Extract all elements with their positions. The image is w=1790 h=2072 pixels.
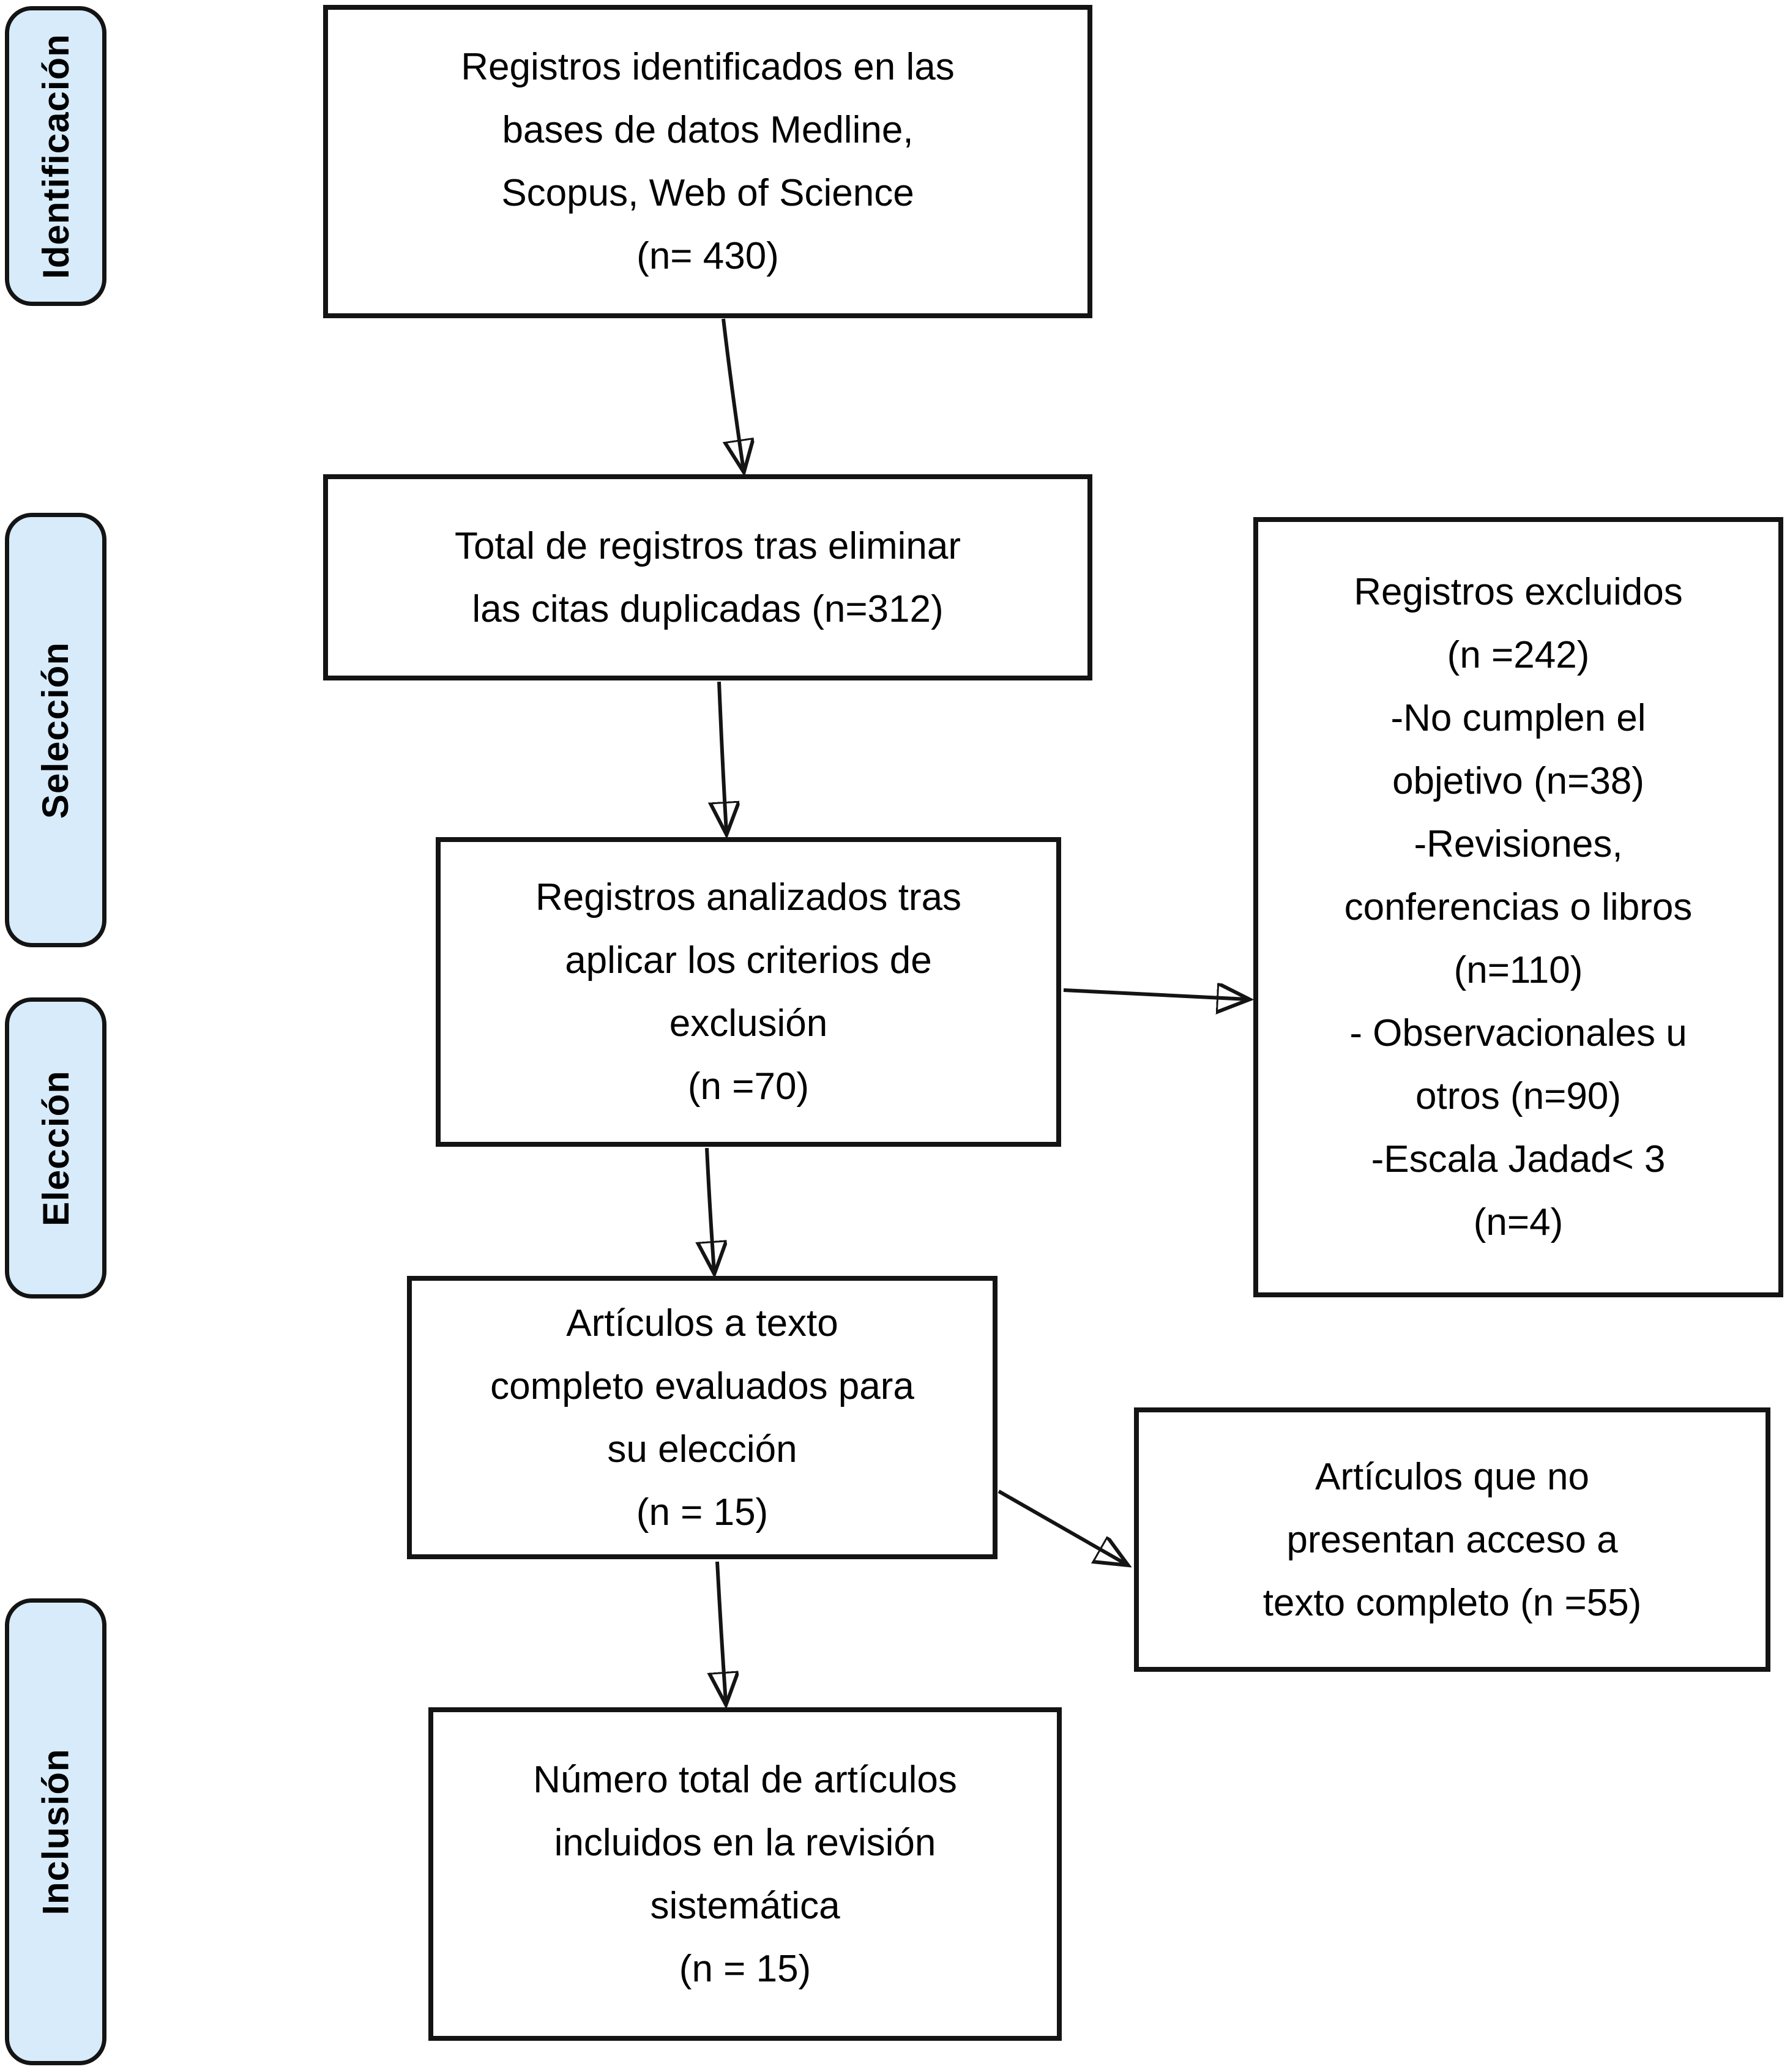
box-deduplicated-records: Total de registros tras eliminar las cit… [323, 474, 1092, 680]
stage-eleccion: Elección [5, 997, 106, 1299]
box-text-line: Registros analizados tras [535, 876, 962, 919]
box-text-line: Artículos que no [1315, 1455, 1590, 1498]
stage-label: Elección [35, 1070, 76, 1226]
arrow-analyzed-to-fulltext [707, 1147, 714, 1272]
box-text-line: (n = 15) [636, 1491, 769, 1534]
box-excluded-records: Registros excluidos (n =242) -No cumplen… [1253, 517, 1783, 1297]
box-included-total: Número total de artículos incluidos en l… [428, 1707, 1062, 2041]
arrow-deduplicated-to-analyzed [719, 681, 726, 832]
box-text-line: Scopus, Web of Science [501, 172, 914, 214]
box-text-line: Artículos a texto [566, 1302, 838, 1344]
box-text-line: (n =70) [687, 1065, 810, 1108]
stage-identificacion: Identificación [5, 6, 106, 306]
box-text-line: sistemática [650, 1884, 840, 1927]
box-text-line: Registros excluidos [1354, 571, 1683, 613]
box-text-line: incluidos en la revisión [554, 1821, 936, 1864]
box-text-line: Registros identificados en las [461, 46, 955, 88]
arrow-identified-to-deduplicated [722, 318, 744, 470]
box-text-line: las citas duplicadas (n=312) [472, 587, 944, 630]
box-text-line: otros (n=90) [1415, 1075, 1621, 1117]
box-text-line: aplicar los criterios de [565, 939, 932, 982]
box-text-line: presentan acceso a [1286, 1518, 1618, 1561]
stage-seleccion: Selección [5, 513, 106, 947]
arrow-fulltext-to-included [717, 1561, 726, 1702]
box-text-line: completo evaluados para [490, 1365, 914, 1407]
box-fulltext-evaluated: Artículos a texto completo evaluados par… [407, 1276, 998, 1559]
box-analyzed-records: Registros analizados tras aplicar los cr… [436, 837, 1061, 1147]
box-text-line: objetivo (n=38) [1392, 760, 1644, 802]
box-identified-records: Registros identificados en las bases de … [323, 5, 1092, 318]
stage-inclusion: Inclusión [5, 1598, 106, 2065]
box-text-line: bases de datos Medline, [502, 109, 914, 151]
arrow-fulltext-to-noaccess [998, 1489, 1126, 1564]
box-text-line: - Observacionales u [1349, 1012, 1687, 1054]
box-text-line: (n=4) [1473, 1201, 1564, 1243]
box-text-line: (n=110) [1453, 949, 1583, 991]
box-text-line: -Escala Jadad< 3 [1371, 1138, 1666, 1180]
stage-label: Selección [35, 641, 76, 819]
box-text-line: su elección [607, 1428, 797, 1470]
box-no-fulltext-access: Artículos que no presentan acceso a text… [1134, 1407, 1770, 1672]
box-text-line: (n= 430) [636, 235, 779, 277]
box-text-line: (n = 15) [679, 1947, 811, 1990]
box-text-line: exclusión [669, 1002, 828, 1045]
box-text-line: -No cumplen el [1390, 697, 1646, 739]
box-text-line: -Revisiones, [1414, 823, 1623, 865]
stage-label: Inclusión [35, 1748, 76, 1915]
box-text-line: conferencias o libros [1344, 886, 1693, 928]
arrow-analyzed-to-excluded [1063, 990, 1247, 999]
stage-label: Identificación [35, 33, 76, 279]
box-text-line: (n =242) [1447, 634, 1590, 676]
box-text-line: Total de registros tras eliminar [455, 524, 961, 567]
box-text-line: texto completo (n =55) [1262, 1581, 1642, 1624]
box-text-line: Número total de artículos [533, 1758, 957, 1801]
